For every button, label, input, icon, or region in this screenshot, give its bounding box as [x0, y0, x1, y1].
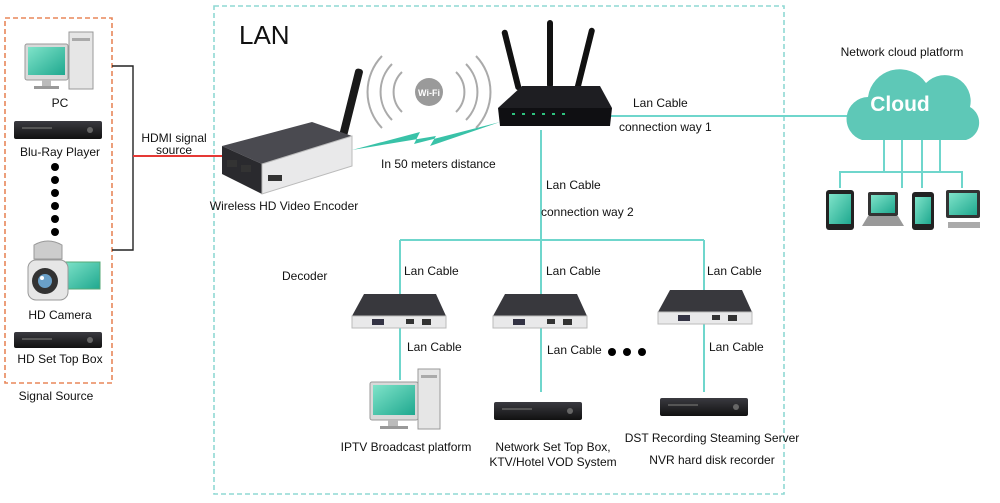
laptop-icon	[862, 192, 904, 226]
desktop-monitor-icon	[946, 190, 980, 228]
wifi-badge: Wi-Fi	[418, 88, 440, 98]
wireless-encoder-icon	[222, 68, 363, 195]
decoder-icon	[492, 294, 588, 329]
lan-frame	[213, 5, 785, 495]
iptv-pc-icon	[369, 368, 441, 430]
dst-label-line2: NVR hard disk recorder	[649, 453, 775, 467]
nvr-recorder-icon	[660, 398, 748, 416]
conn2-cable-label: Lan Cable	[546, 178, 601, 192]
hd-set-top-box-icon	[14, 332, 102, 348]
dst-label-line1: DST Recording Steaming Server	[624, 431, 800, 445]
conn2-way-label: connection way 2	[541, 205, 634, 219]
network-set-top-box-icon	[494, 402, 582, 420]
phone-icon	[912, 192, 934, 230]
conn1-cable-label: Lan Cable	[633, 96, 688, 110]
source-label-pc: PC	[51, 96, 69, 110]
encoder-label: Wireless HD Video Encoder	[209, 199, 359, 213]
lan-title: LAN	[239, 20, 290, 50]
source-label-hd-camera: HD Camera	[28, 308, 92, 322]
signal-source-frame	[4, 17, 113, 384]
decoder-icon	[351, 294, 447, 329]
output-cable-label: Lan Cable	[547, 343, 602, 357]
decoder-cable-label: Lan Cable	[546, 264, 601, 278]
decoder-cable-label: Lan Cable	[404, 264, 459, 278]
more-decoders-dots	[608, 348, 646, 356]
iptv-label: IPTV Broadcast platform	[340, 440, 472, 454]
stb-label-line2: KTV/Hotel VOD System	[489, 455, 617, 469]
cloud-icon	[839, 69, 980, 188]
conn1-way-label: connection way 1	[619, 120, 712, 134]
tablet-icon	[826, 190, 854, 230]
distance-label: In 50 meters distance	[381, 157, 496, 171]
hdmi-label-line2: source	[155, 143, 193, 157]
router-icon	[498, 20, 612, 126]
pc-icon	[24, 31, 94, 90]
stb-label-line1: Network Set Top Box,	[495, 440, 611, 454]
source-bracket	[112, 65, 134, 251]
decoder-cable-label: Lan Cable	[707, 264, 762, 278]
hdmi-label-line1: HDMI signal	[141, 131, 207, 145]
cloud-title: Network cloud platform	[840, 45, 964, 59]
wifi-icon	[366, 55, 492, 129]
output-cable-label: Lan Cable	[407, 340, 462, 354]
lan-cables	[399, 115, 858, 392]
output-cable-label: Lan Cable	[709, 340, 764, 354]
decoder-label: Decoder	[282, 269, 328, 283]
source-label-blu-ray: Blu-Ray Player	[19, 145, 101, 159]
cloud-text: Cloud	[870, 93, 930, 116]
blu-ray-player-icon	[14, 121, 102, 139]
source-label-set-top-box: HD Set Top Box	[17, 352, 103, 366]
decoder-icon	[657, 290, 753, 325]
wireless-link-bolt	[352, 122, 500, 150]
more-sources-dots	[51, 163, 59, 236]
signal-source-label: Signal Source	[18, 389, 94, 403]
hd-camera-icon	[27, 240, 101, 301]
